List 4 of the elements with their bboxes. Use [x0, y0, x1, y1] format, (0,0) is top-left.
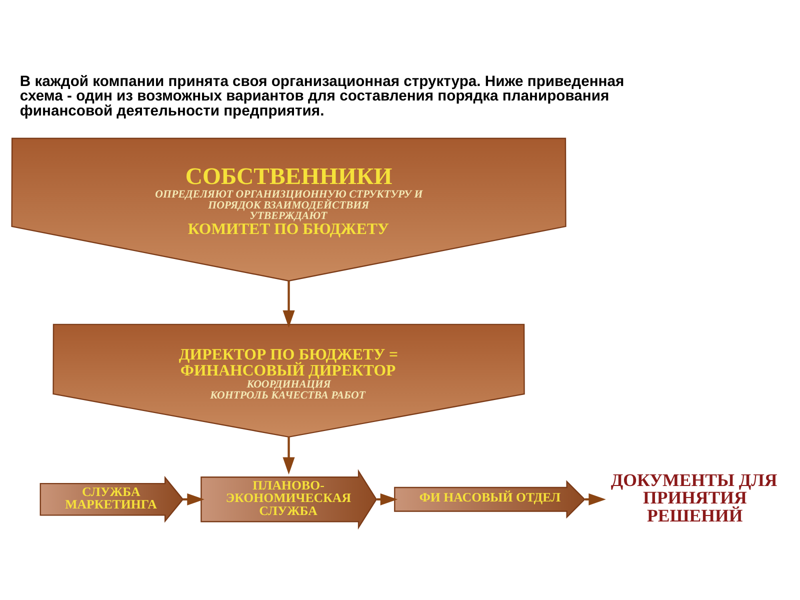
node-text: ДОКУМЕНТЫ ДЛЯ ПРИНЯТИЯ РЕШЕНИЙ — [610, 469, 778, 526]
arrow — [282, 436, 295, 474]
diagram-title: В каждой компании принята своя организационная структура. Ниже приведенная схема - один из возможных вариантов для составления порядка планирования финансовой деятельности предприятия. — [20, 73, 624, 119]
arrow — [282, 280, 295, 328]
